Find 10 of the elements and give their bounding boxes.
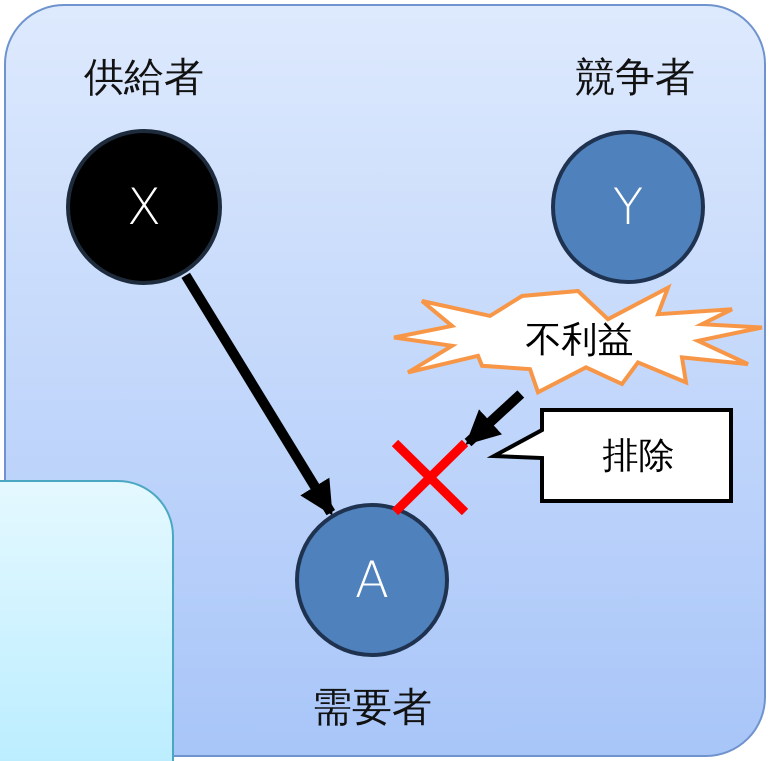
bubble-text: 排除 <box>602 434 676 478</box>
burst-text: 不利益 <box>526 318 634 362</box>
arrow <box>181 272 336 516</box>
role-label: 需要者 <box>312 684 432 732</box>
arrow <box>464 390 524 446</box>
node-letter: A <box>354 551 390 609</box>
node-letter: Y <box>612 178 644 236</box>
role-label: 競争者 <box>575 54 695 102</box>
node-letter: X <box>126 178 162 236</box>
role-label: 供給者 <box>84 54 204 102</box>
